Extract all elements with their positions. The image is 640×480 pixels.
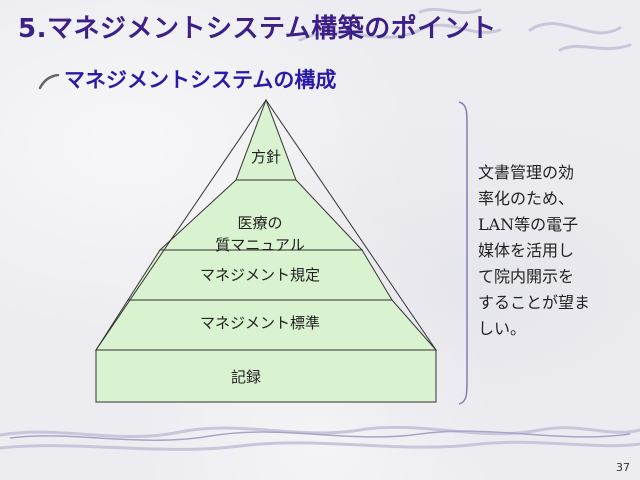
note-line: 率化のため、 xyxy=(478,189,575,208)
pyramid-level-policy-label: 方針 xyxy=(250,148,281,166)
note-line: 媒体を活用し xyxy=(478,241,575,260)
note-text: 文書管理の効 率化のため、 LAN等の電子 媒体を活用し て院内開示を すること… xyxy=(478,160,628,342)
pyramid-level-standard-label: マネジメント標準 xyxy=(199,314,320,332)
pyramid-level-manual: 医療の 質マニュアル xyxy=(170,190,350,256)
pyramid-level-record-label: 記録 xyxy=(230,368,261,386)
pyramid-level-record: 記録 xyxy=(196,366,296,388)
pyramid-level-regulation-label: マネジメント規定 xyxy=(199,266,320,284)
pyramid-level-regulation: マネジメント規定 xyxy=(150,264,370,286)
slide-title: 5.マネジメントシステム構築のポイント xyxy=(18,14,497,44)
note-line: て院内開示を xyxy=(478,267,575,286)
note-line: することが望ま xyxy=(478,293,591,312)
slide-number: 37 xyxy=(616,461,630,474)
note-line: LAN等の電子 xyxy=(478,215,579,234)
pyramid-level-standard: マネジメント標準 xyxy=(140,312,380,334)
note-line: 文書管理の効 xyxy=(478,163,575,182)
pyramid-level-1-shape xyxy=(235,98,297,181)
right-brace xyxy=(458,101,468,405)
pyramid-level-policy: 方針 xyxy=(226,146,306,168)
note-line: しい。 xyxy=(478,319,527,338)
subtitle-bullet-icon xyxy=(38,74,60,90)
slide-subtitle: マネジメントシステムの構成 xyxy=(64,68,337,92)
pyramid-level-manual-label: 医療の 質マニュアル xyxy=(215,214,305,254)
